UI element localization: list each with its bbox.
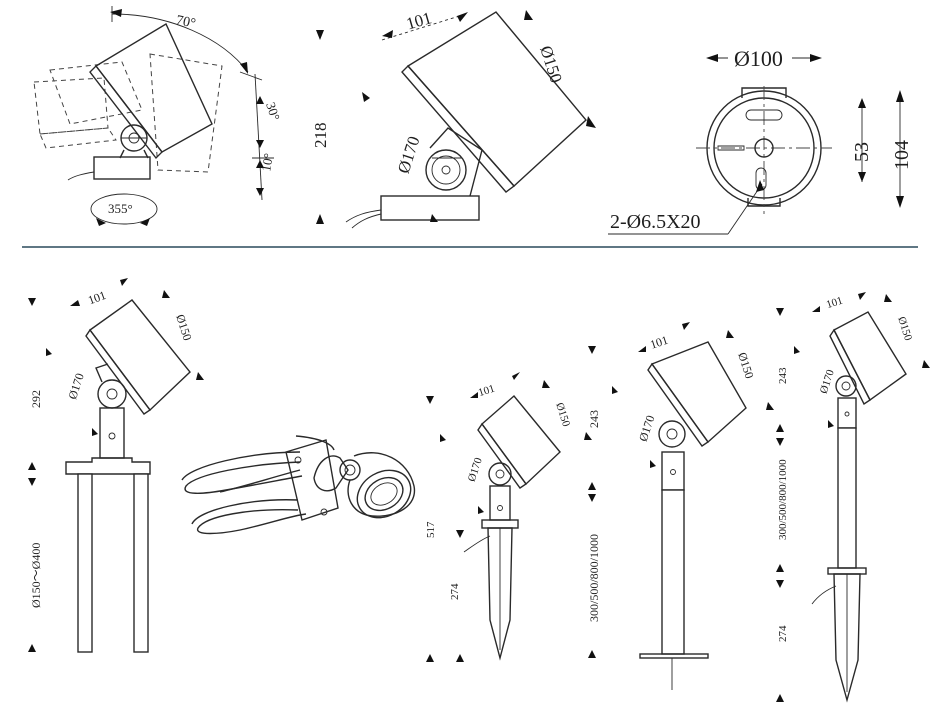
spike-short-diameter-label: Ø150 xyxy=(553,401,572,428)
bracket-mount-view: 101 Ø150 292 Ø170 Ø150～Ø400 xyxy=(28,278,204,653)
bracket-range-label: Ø150～Ø400 xyxy=(29,543,43,608)
pole-spike-height-label: 243 xyxy=(777,367,789,384)
pole-width-label: 101 xyxy=(648,333,669,352)
clamp-mount-view xyxy=(181,435,416,535)
side-height-label: 218 xyxy=(311,123,330,149)
front-dim-large-label: 104 xyxy=(891,140,913,170)
pole-diameter-label: Ø150 xyxy=(735,351,757,381)
side-view: 101 Ø150 218 Ø170 xyxy=(311,8,596,229)
spike-short-total-label: 517 xyxy=(425,521,437,538)
side-base-diameter-label: Ø170 xyxy=(394,134,424,176)
pole-spike-diameter-label: Ø150 xyxy=(895,315,914,342)
bracket-base-diameter-label: Ø170 xyxy=(65,371,87,401)
bracket-height-label: 292 xyxy=(29,390,43,408)
spike-short-width-label: 101 xyxy=(477,383,496,400)
bracket-width-label: 101 xyxy=(86,288,108,307)
angle-down-label: 10° xyxy=(258,152,276,173)
spike-short-spike-label: 274 xyxy=(449,583,461,600)
pole-spike-lengths-label: 300/500/800/1000 xyxy=(777,459,789,540)
front-diameter-label: Ø100 xyxy=(734,46,783,71)
front-view: Ø100 53 104 2-Ø6.5X20 xyxy=(608,44,913,235)
pole-lengths-label: 300/500/800/1000 xyxy=(587,534,601,622)
pole-spike-base-diameter-label: Ø170 xyxy=(818,368,837,395)
spike-short-base-diameter-label: Ø170 xyxy=(466,456,485,483)
front-dim-small-label: 53 xyxy=(851,142,873,162)
slot-label: 2-Ø6.5X20 xyxy=(610,211,701,233)
pole-height-label: 243 xyxy=(587,410,601,428)
pole-spike-view: 101 Ø150 243 Ø170 300/500/800/1000 274 xyxy=(776,292,930,703)
side-width-label: 101 xyxy=(404,8,434,33)
pole-base-diameter-label: Ø170 xyxy=(636,414,658,444)
angle-tilt-label: 70° xyxy=(175,13,197,32)
spike-short-view: 101 Ø150 Ø170 517 274 xyxy=(425,372,592,662)
pole-spike-width-label: 101 xyxy=(825,295,844,312)
pole-mount-view: 101 Ø150 243 Ø170 300/500/800/1000 xyxy=(587,322,774,690)
side-diameter-label: Ø150 xyxy=(536,43,566,85)
pole-spike-spike-label: 274 xyxy=(777,625,789,642)
bracket-diameter-label: Ø150 xyxy=(173,313,195,343)
angle-up-label: 30° xyxy=(263,100,283,122)
angle-pan-label: 355° xyxy=(108,201,133,216)
rotation-diagram: 70° 30° 10° 355° xyxy=(33,6,283,226)
